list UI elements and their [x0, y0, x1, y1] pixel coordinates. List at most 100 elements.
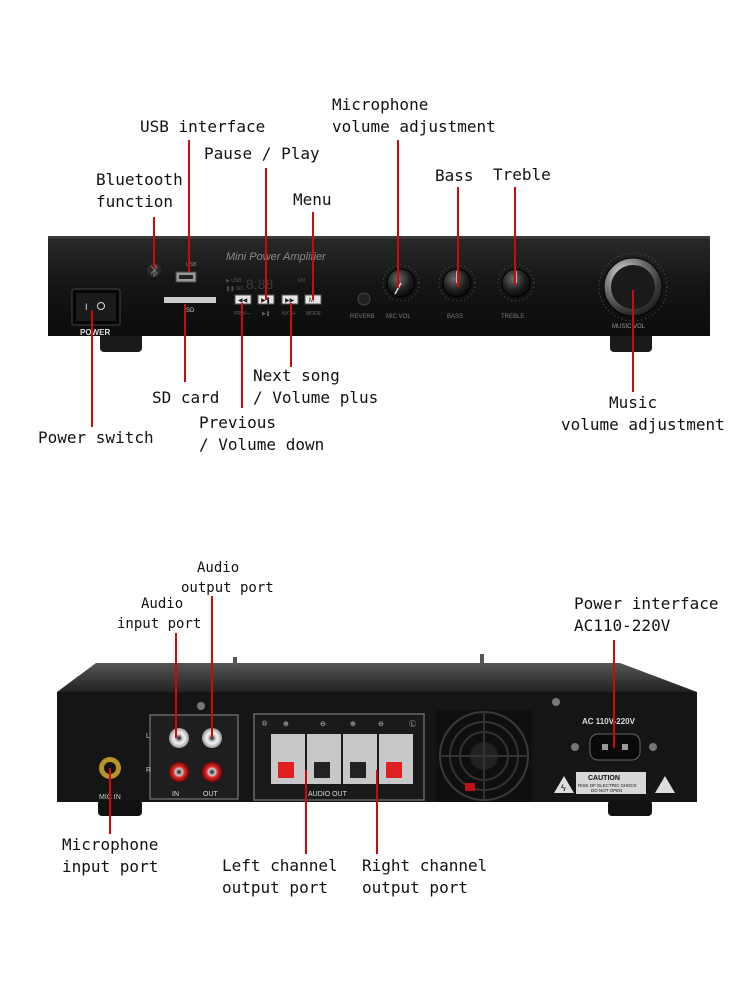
sd-card-slot [164, 297, 216, 303]
callout-mic-vol: Microphone volume adjustment [332, 94, 496, 138]
svg-text:▶▶: ▶▶ [285, 298, 295, 304]
ac-power-inlet [571, 733, 657, 761]
svg-text:◀◀: ◀◀ [238, 298, 248, 304]
svg-text:⊕: ⊕ [283, 721, 289, 728]
rca-in-right [169, 762, 189, 782]
callout-line-power-interface [613, 640, 615, 748]
callout-next-song-line2: / Volume plus [253, 388, 379, 407]
callout-power-interface-line1: Power interface [574, 594, 719, 613]
callout-line-bluetooth [153, 217, 155, 269]
svg-text:M: M [309, 298, 314, 304]
rca-l-mark: L [146, 733, 150, 740]
svg-text:▶❚: ▶❚ [261, 297, 271, 304]
rca-out-left [202, 728, 222, 748]
callout-line-pause-play [265, 168, 267, 300]
callout-line-sd-card [184, 304, 186, 382]
callout-previous-line2: / Volume down [199, 435, 325, 454]
treble-label: TREBLE [501, 314, 524, 320]
svg-text:®: ® [262, 720, 268, 728]
callout-bluetooth-line1: Bluetooth [96, 170, 183, 189]
callout-next-song-line1: Next song [253, 366, 340, 385]
mic-vol-label: MIC VOL [386, 314, 411, 320]
reverb-knob [357, 292, 371, 306]
audio-out-label: AUDIO OUT [308, 791, 348, 798]
rca-panel [149, 714, 239, 800]
callout-mic-vol-line1: Microphone [332, 95, 429, 114]
callout-audio-input-line1: Audio [141, 596, 184, 612]
callout-bass: Bass [435, 166, 474, 185]
callout-audio-output-line1: Audio [197, 560, 240, 576]
callout-line-power-switch [91, 310, 93, 427]
callout-right-channel-line1: Right channel [362, 856, 488, 875]
ac-label: AC 110V-220V [582, 717, 636, 726]
callout-treble: Treble [493, 165, 551, 184]
callout-previous-line1: Previous [199, 413, 277, 432]
svg-text:FM: FM [298, 278, 305, 284]
callout-menu: Menu [293, 190, 332, 209]
right-channel-red-clip [386, 762, 402, 778]
svg-text:Ⓛ: Ⓛ [409, 720, 416, 728]
back-panel-device: MIC IN L R IN OUT ®⊕⊖ ⊕⊖Ⓛ AUDIO OUT AC 1… [57, 654, 697, 816]
callout-line-left-channel [305, 770, 307, 854]
callout-sd-card: SD card [152, 388, 220, 407]
callout-bluetooth-line2: function [96, 192, 174, 211]
front-body [48, 236, 710, 336]
front-panel-device: I POWER Mini Power Amplifier USB SD ▶ US… [48, 236, 710, 352]
callout-mic-vol-line2: volume adjustment [332, 117, 496, 136]
back-top-surface [57, 663, 697, 692]
mode-label: MODE [306, 311, 322, 317]
rca-in-left [169, 728, 189, 748]
power-switch-on-mark: I [85, 302, 88, 312]
back-foot-right [608, 800, 652, 816]
sd-label: SD [186, 308, 195, 314]
callout-right-channel-line2: output port [362, 878, 468, 897]
callout-line-mic-input [109, 768, 111, 834]
svg-text:DO NOT OPEN: DO NOT OPEN [591, 788, 622, 793]
svg-text:▶❚: ▶❚ [262, 311, 270, 317]
callout-line-menu [312, 212, 314, 300]
callout-line-mic-vol [397, 140, 399, 288]
bluetooth-icon [147, 262, 161, 278]
svg-text:ϟ: ϟ [561, 783, 566, 793]
callout-previous: Previous / Volume down [199, 412, 324, 456]
svg-text:❚❚ SD: ❚❚ SD [226, 286, 243, 292]
rca-out-label: OUT [203, 791, 219, 798]
display-digits: 8:88 [246, 276, 273, 292]
svg-text:CAUTION: CAUTION [588, 775, 620, 782]
svg-text:▶ USB: ▶ USB [226, 278, 242, 284]
treble-knob [497, 264, 535, 302]
callout-pause-play: Pause / Play [204, 144, 320, 163]
rca-out-right [202, 762, 222, 782]
callout-line-audio-output [211, 596, 213, 738]
rca-r-mark: R [146, 767, 151, 774]
music-vol-label: MUSIC VOL [612, 324, 646, 330]
svg-text:⊕: ⊕ [350, 721, 356, 728]
callout-line-bass [457, 187, 459, 287]
callout-audio-input: Audio input port [117, 594, 201, 634]
reverb-label: REVERB [350, 314, 375, 320]
callout-usb-interface: USB interface [140, 117, 266, 136]
callout-line-audio-input [175, 633, 177, 738]
callout-next-song: Next song / Volume plus [253, 365, 378, 409]
callout-mic-input-line2: input port [62, 857, 159, 876]
callout-line-music-vol [632, 290, 634, 392]
caution-label: ϟ CAUTION RISK OF ELECTRIC SHOCK DO NOT … [554, 772, 646, 794]
music-vol-knob [598, 252, 668, 322]
callout-line-previous [241, 303, 243, 408]
callout-line-usb [188, 140, 190, 272]
svg-text:NXT/+: NXT/+ [282, 311, 296, 317]
prev-button-graphic: ◀◀ [234, 294, 252, 305]
svg-text:RISK OF ELECTRIC SHOCK: RISK OF ELECTRIC SHOCK [578, 783, 637, 788]
left-channel-red-clip [278, 762, 294, 778]
callout-left-channel-line2: output port [222, 878, 328, 897]
cooling-fan-grille [436, 710, 532, 802]
power-label: POWER [80, 328, 110, 337]
callout-music-vol-line2: volume adjustment [561, 415, 725, 434]
callout-audio-input-line2: input port [117, 616, 202, 632]
svg-text:⊖: ⊖ [320, 721, 326, 728]
